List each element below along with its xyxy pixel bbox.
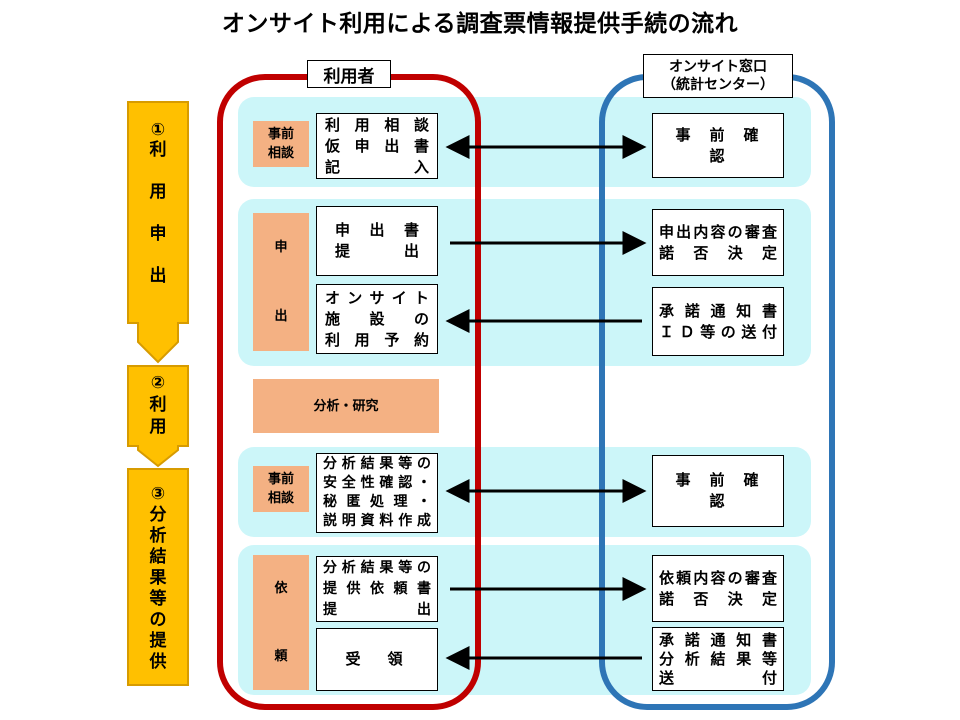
tag-consult1-line2: 相談: [267, 146, 294, 161]
tag-apply: 申 出: [253, 213, 309, 351]
user-box-safety: 分析結果等の 安全性確認・ 秘匿処理・ 説明資料作成: [316, 453, 438, 533]
box-line: 分析結果等: [659, 649, 777, 668]
tag-request: 依 頼: [253, 555, 309, 690]
box-line: 送 付: [659, 668, 777, 687]
tag-consult1-line1: 事前: [267, 127, 294, 142]
box-line: 提 出: [323, 601, 431, 618]
tag-consult1: 事前 相談: [253, 121, 309, 167]
stage3-char: 析: [149, 526, 167, 546]
user-box-submit: 申出書 提 出: [316, 206, 438, 276]
stage3-char: 分: [149, 505, 167, 525]
stage3-char: 結: [149, 547, 167, 567]
tag-consult2-line1: 事前: [267, 472, 294, 487]
stage1-char: 出: [149, 266, 167, 286]
stage3-char: 供: [149, 652, 167, 672]
analysis-label: 分析・研究: [253, 379, 439, 433]
window-box-notice2: 承諾通知書 分析結果等 送 付: [652, 627, 784, 691]
stage1-number: ①: [150, 120, 166, 140]
user-header: 利用者: [307, 60, 391, 88]
stage3-label: ③ 分 析 結 果 等 の 提 供: [128, 484, 188, 673]
window-header-line2: （統計センター）: [662, 77, 774, 93]
box-line: 説明資料作成: [323, 513, 431, 529]
window-box-confirm1: 事 前 確 認: [652, 113, 784, 178]
box-line: 承諾通知書: [659, 630, 777, 649]
box-line: 提 出: [335, 242, 419, 260]
window-box-review1: 申出内容の審査 諾 否 決 定: [652, 209, 784, 276]
tag-apply-char2: 出: [274, 309, 288, 324]
box-line: 安全性確認・: [323, 475, 431, 491]
box-line: 事 前 確 認: [675, 471, 778, 510]
box-line: 申出内容の審査: [659, 222, 777, 241]
box-line: 依頼内容の審査: [659, 568, 777, 587]
stage2-number: ②: [150, 373, 166, 393]
stage1-char: 用: [149, 182, 167, 202]
box-line: 承諾通知書: [659, 301, 777, 320]
box-line: 利用相談: [325, 115, 429, 134]
box-line: 記 入: [325, 157, 429, 176]
stage1-char: 利: [149, 140, 167, 160]
stage3-char: 果: [149, 568, 167, 588]
stage1-char: 申: [149, 224, 167, 244]
box-line: ＩＤ等の送付: [659, 322, 777, 341]
user-box-reserve: オンサイト 施 設 の 利用予約: [316, 284, 438, 354]
user-box-consult: 利用相談 仮申出書 記 入: [316, 113, 438, 179]
tag-consult2: 事前 相談: [253, 466, 309, 512]
tag-apply-char1: 申: [274, 240, 288, 255]
stage3-char: 等: [149, 589, 167, 609]
stage2-arrow: [127, 365, 189, 468]
box-line: 利用予約: [325, 330, 429, 349]
box-line: 秘匿処理・: [323, 494, 431, 510]
window-header: オンサイト窓口 （統計センター）: [643, 54, 793, 98]
box-line: 施 設 の: [325, 309, 429, 328]
stage3-char: の: [149, 610, 167, 630]
page-title: オンサイト利用による調査票情報提供手続の流れ: [221, 11, 739, 37]
tag-request-char2: 頼: [274, 648, 288, 664]
window-header-line1: オンサイト窓口: [669, 59, 767, 75]
stage1-arrow: [127, 101, 189, 364]
box-line: 諾 否 決 定: [659, 589, 777, 608]
window-box-notice1: 承諾通知書 ＩＤ等の送付: [652, 287, 784, 356]
box-line: 分析結果等の: [323, 456, 431, 472]
box-line: 仮申出書: [325, 136, 429, 155]
box-line: 提供依頼書: [323, 580, 431, 597]
stage1-label: ① 利 用 申 出: [128, 120, 188, 286]
box-line: 事 前 確 認: [675, 125, 778, 165]
tag-request-char1: 依: [274, 581, 288, 597]
box-line: オンサイト: [325, 288, 429, 307]
window-box-confirm2: 事 前 確 認: [652, 455, 784, 527]
box-line: 分析結果等の: [323, 559, 431, 576]
user-box-request: 分析結果等の 提供依頼書 提 出: [316, 556, 438, 622]
box-line: 申出書: [335, 221, 419, 239]
stage2-char: 利: [149, 395, 167, 415]
user-box-receive: 受 領: [316, 628, 438, 691]
stage2-label: ② 利 用: [128, 372, 188, 438]
box-line: 諾 否 決 定: [659, 243, 777, 262]
stage3-char: 提: [149, 631, 167, 651]
window-box-review2: 依頼内容の審査 諾 否 決 定: [652, 555, 784, 622]
stage3-box: [127, 468, 189, 686]
stage2-char: 用: [149, 417, 167, 437]
stage3-number: ③: [150, 484, 166, 504]
box-line: 受 領: [345, 650, 409, 668]
tag-consult2-line2: 相談: [267, 491, 294, 506]
